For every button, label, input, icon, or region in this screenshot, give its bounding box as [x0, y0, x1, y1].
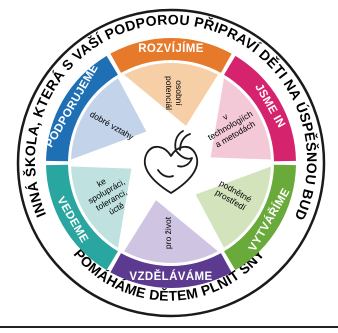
- bottom-rule: [0, 326, 338, 328]
- band-vytvarime: [224, 164, 296, 271]
- band-label-rozvijime: ROZVÍJÍME: [138, 42, 204, 55]
- goat-heart-logo-icon: [143, 130, 199, 194]
- band-label-vzdelavame: VZDĚLÁVÁME: [129, 270, 212, 283]
- band-rozvijime: [110, 37, 232, 73]
- center-disc: [131, 123, 211, 203]
- band-vedeme: [46, 164, 118, 271]
- petal-label-vzdelavame: pro život: [163, 216, 173, 249]
- petal-jsme-in: [210, 78, 271, 160]
- petal-vytvarime: [195, 166, 271, 248]
- band-podporujeme: [46, 55, 118, 162]
- band-jsme-in: [224, 55, 296, 162]
- petal-vzdelavame: [124, 200, 218, 263]
- petal-vedeme: [71, 166, 132, 248]
- petal-label-rozvijime: osobnípotenciál: [164, 76, 184, 110]
- band-vzdelavame: [110, 253, 232, 288]
- petal-rozvijime: [124, 62, 218, 126]
- petal-podporujeme: [71, 78, 147, 160]
